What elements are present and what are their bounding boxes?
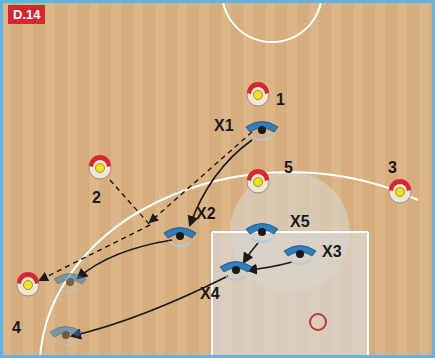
hoop [310,314,326,330]
offense-number: 5 [284,160,293,176]
defense-label: X5 [290,214,310,230]
offense-player [247,82,269,106]
figure-badge: D.14 [8,5,45,24]
center-circle [222,0,322,42]
defense-player [246,224,278,244]
defense-label: X4 [200,286,220,302]
three-point-line [40,172,418,358]
defense-player [50,327,82,347]
defense-player [164,228,196,248]
offense-number: 2 [92,190,101,206]
movement-lines [72,140,292,336]
offense-number: 3 [388,160,397,176]
offense-number: 1 [276,92,285,108]
offense-player [389,179,411,203]
defense-label: X3 [322,244,342,260]
offense-number: 4 [12,320,21,336]
offense-player [89,155,111,179]
defense-label: X1 [214,118,234,134]
defense-player [220,262,252,282]
offense-player [17,272,39,296]
defense-player [54,274,86,294]
pass-lines [40,132,252,280]
defense-label: X2 [196,206,216,222]
defense-player [284,246,316,266]
offense-player [247,169,269,193]
defense-player [246,122,278,142]
